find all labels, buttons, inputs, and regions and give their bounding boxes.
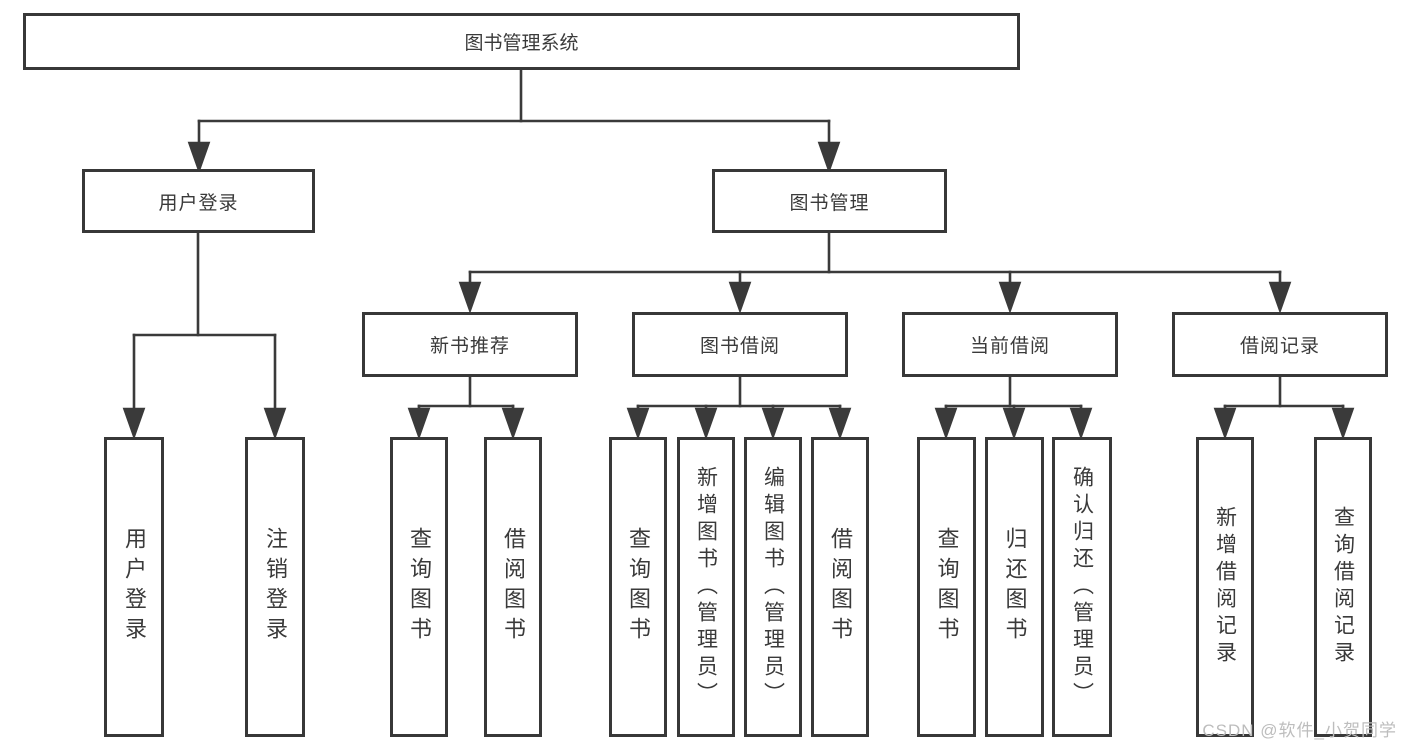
node-new-book-recommend: 新书推荐 — [362, 312, 578, 377]
connector-book-borrow-group — [626, 375, 852, 440]
leaf-edit-book-admin-label: 编辑图书（管理员） — [761, 465, 785, 709]
leaf-add-book-admin: 新增图书（管理员） — [677, 437, 735, 737]
leaf-user-login-label: 用户登录 — [122, 527, 147, 647]
leaf-logout-login-label: 注销登录 — [263, 527, 288, 647]
connector-book-management-to-groups — [458, 231, 1292, 314]
connector-current-borrow-group — [934, 375, 1093, 440]
leaf-borrow-book: 借阅图书 — [811, 437, 869, 737]
leaf-add-book-admin-label: 新增图书（管理员） — [694, 465, 718, 709]
node-book-borrow: 图书借阅 — [632, 312, 848, 377]
leaf-query-book-current: 查询图书 — [917, 437, 976, 737]
node-borrow-record: 借阅记录 — [1172, 312, 1388, 377]
leaf-add-borrow-record: 新增借阅记录 — [1196, 437, 1254, 737]
node-current-borrow: 当前借阅 — [902, 312, 1118, 377]
leaf-query-book-borrow-label: 查询图书 — [626, 527, 651, 647]
leaf-query-book-recommend: 查询图书 — [390, 437, 448, 737]
leaf-query-book-borrow: 查询图书 — [609, 437, 667, 737]
leaf-logout-login: 注销登录 — [245, 437, 305, 737]
leaf-user-login: 用户登录 — [104, 437, 164, 737]
leaf-query-borrow-record: 查询借阅记录 — [1314, 437, 1372, 737]
node-book-management-branch: 图书管理 — [712, 169, 947, 233]
leaf-borrow-book-recommend: 借阅图书 — [484, 437, 542, 737]
connector-new-book-recommend-group — [407, 375, 525, 440]
leaf-confirm-return-admin-label: 确认归还（管理员） — [1070, 465, 1094, 709]
connector-borrow-record-group — [1213, 375, 1355, 440]
csdn-watermark: CSDN @软件_小贺同学 — [1202, 721, 1397, 740]
node-user-login-branch: 用户登录 — [82, 169, 315, 233]
connector-root-to-level2 — [187, 68, 841, 174]
leaf-borrow-book-label: 借阅图书 — [828, 527, 853, 647]
connector-user-login-branch — [122, 231, 287, 440]
leaf-query-borrow-record-label: 查询借阅记录 — [1331, 506, 1355, 668]
leaf-edit-book-admin: 编辑图书（管理员） — [744, 437, 802, 737]
node-root-library-system: 图书管理系统 — [23, 13, 1020, 70]
leaf-query-book-current-label: 查询图书 — [934, 527, 960, 647]
leaf-return-book: 归还图书 — [985, 437, 1044, 737]
leaf-return-book-label: 归还图书 — [1002, 527, 1028, 647]
leaf-add-borrow-record-label: 新增借阅记录 — [1213, 506, 1237, 668]
leaf-query-book-recommend-label: 查询图书 — [407, 527, 432, 647]
leaf-borrow-book-recommend-label: 借阅图书 — [501, 527, 526, 647]
leaf-confirm-return-admin: 确认归还（管理员） — [1052, 437, 1112, 737]
